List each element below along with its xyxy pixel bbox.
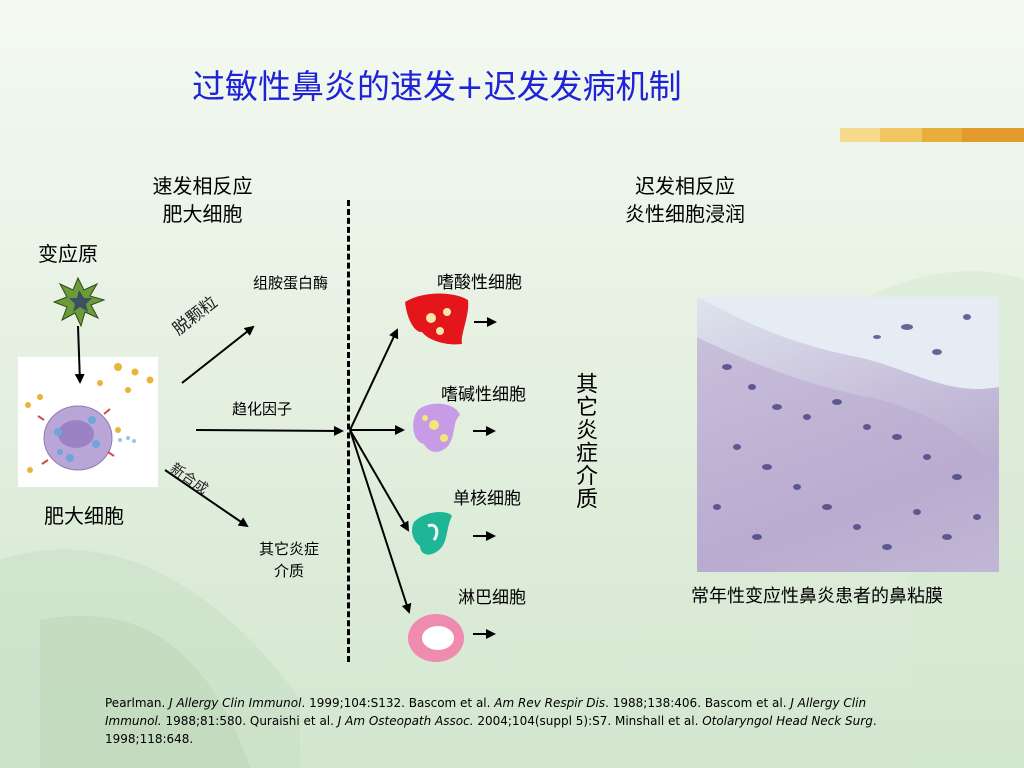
mast-cell-icon: [25, 363, 154, 473]
other-mediators-label: 其它炎症 介质: [245, 538, 333, 582]
other-mediators-vertical-label: 其它炎症介质: [572, 372, 597, 510]
allergen-arrow: [74, 325, 85, 384]
references: Pearlman. J Allergy Clin Immunol. 1999;1…: [105, 694, 905, 748]
nasal-mucosa-photo: [697, 297, 999, 572]
mast-cell-label: 肥大细胞: [44, 504, 124, 528]
delayed-phase-subtitle: 炎性细胞浸润: [625, 202, 745, 226]
synthesis-arrow: [164, 469, 249, 528]
monocyte-icon: [412, 512, 452, 555]
histology-image: [697, 297, 999, 572]
other-mediators-line2: 介质: [273, 562, 304, 580]
reference-text: . 1998;118:648.: [105, 714, 877, 746]
lymphocyte-label: 淋巴细胞: [458, 588, 526, 608]
degranulation-arrow: [181, 325, 255, 384]
chemotactic-factor-label: 趋化因子: [232, 400, 293, 418]
delayed-phase-heading: 迟发相反应 炎性细胞浸润: [600, 172, 770, 228]
header-accent-bar: [840, 128, 880, 142]
chemotaxis-arrow: [195, 425, 344, 436]
allergen-icon: [52, 276, 106, 328]
monocyte-label: 单核细胞: [453, 489, 521, 509]
reference-text: . 1988;138:406. Bascom et al.: [605, 696, 791, 710]
header-accent-bar: [880, 128, 922, 142]
journal-name: J Am Osteopath Assoc.: [337, 714, 474, 728]
fan-arrow-lymphocyte: [349, 429, 412, 614]
immediate-phase-subtitle: 肥大细胞: [162, 202, 243, 226]
lymphocyte-icon: [408, 614, 464, 662]
delayed-phase-title: 迟发相反应: [635, 174, 735, 198]
fan-arrow-eosinophil: [349, 328, 399, 431]
journal-name: Otolaryngol Head Neck Surg: [702, 714, 873, 728]
header-accent-bar: [962, 128, 1024, 142]
reference-text: 1988;81:580. Quraishi et al.: [161, 714, 338, 728]
immediate-phase-heading: 速发相反应 肥大细胞: [130, 172, 275, 228]
journal-name: J Allergy Clin Immunol: [169, 696, 302, 710]
histamine-tryptase-label: 组胺蛋白酶: [253, 274, 329, 292]
phase-divider: [347, 200, 350, 662]
eosinophil-icon: [405, 293, 469, 345]
reference-text: Pearlman.: [105, 696, 170, 710]
slide-title: 过敏性鼻炎的速发+迟发发病机制: [192, 67, 682, 106]
journal-name: Am Rev Respir Dis: [494, 696, 606, 710]
other-mediators-line1: 其它炎症: [258, 540, 319, 558]
reference-text: 2004;104(suppl 5):S7. Minshall et al.: [473, 714, 703, 728]
fan-arrow-monocyte: [349, 429, 410, 532]
basophil-label: 嗜碱性细胞: [441, 385, 526, 405]
immediate-phase-title: 速发相反应: [152, 174, 253, 198]
allergen-label: 变应原: [38, 242, 98, 266]
reference-text: . 1999;104:S132. Bascom et al.: [301, 696, 495, 710]
header-accent-bar: [922, 128, 962, 142]
basophil-icon: [413, 403, 460, 452]
eosinophil-label: 嗜酸性细胞: [437, 273, 522, 293]
journal-name: J Allergy Clin Immunol.: [105, 696, 867, 728]
photo-caption: 常年性变应性鼻炎患者的鼻粘膜: [691, 586, 943, 607]
